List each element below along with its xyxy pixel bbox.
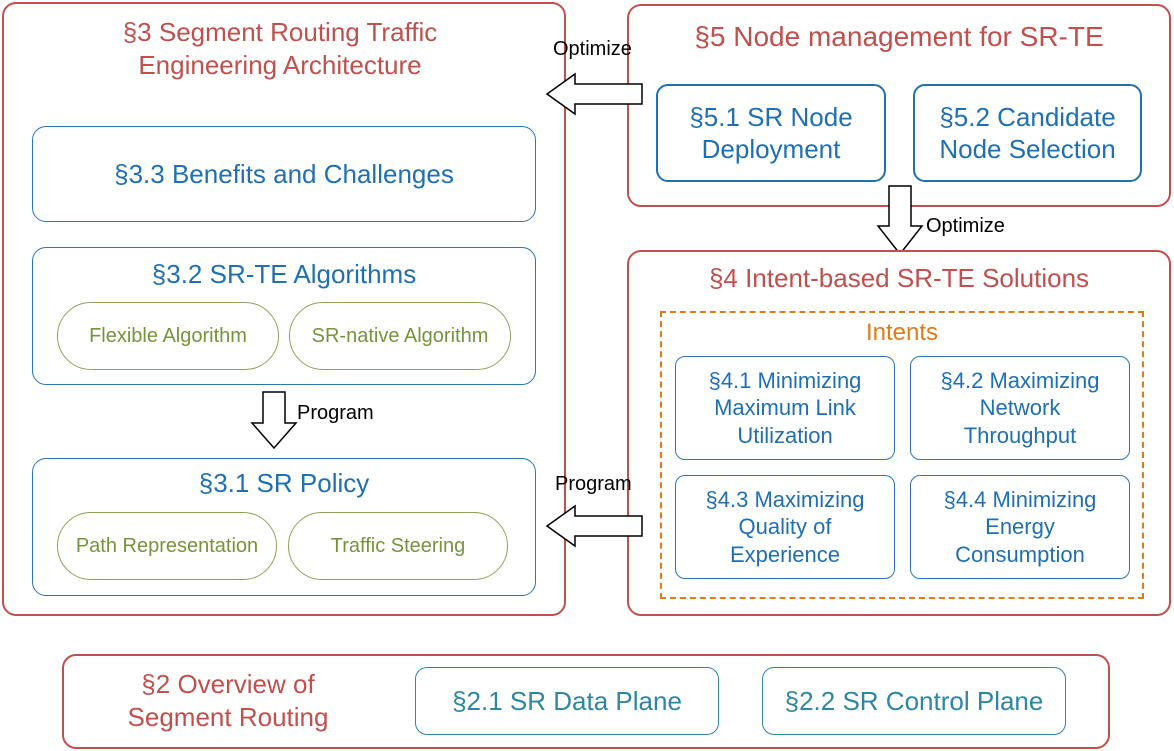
pill-flexible-algorithm-label: Flexible Algorithm: [89, 324, 247, 347]
pill-traffic-steering-label: Traffic Steering: [330, 534, 466, 557]
optimize-left-arrow: [545, 72, 643, 116]
optimize-down-arrow: [876, 185, 924, 256]
section-4-2-label: §4.2 Maximizing Network Throughput: [940, 367, 1100, 448]
section-5-title: §5 Node management for SR-TE: [694, 21, 1104, 52]
program-left-label: Program: [297, 402, 374, 424]
section-3-title: §3 Segment Routing Traffic Engineering A…: [122, 17, 438, 80]
section-5-1-label: §5.1 SR Node Deployment: [689, 101, 853, 165]
program-right-label: Program: [555, 473, 632, 495]
intents-group-box: [660, 311, 1144, 599]
section-2-title: §2 Overview of Segment Routing: [127, 669, 329, 732]
section-4-3-box: §4.3 Maximizing Quality of Experience: [675, 475, 895, 579]
section-3-3-box: §3.3 Benefits and Challenges: [32, 126, 536, 222]
section-4-title: §4 Intent-based SR-TE Solutions: [708, 263, 1090, 293]
pill-flexible-algorithm: Flexible Algorithm: [57, 302, 279, 370]
pill-sr-native-algorithm: SR-native Algorithm: [289, 302, 511, 370]
section-4-1-label: §4.1 Minimizing Maximum Link Utilization: [708, 367, 862, 448]
section-3-2-box: [32, 247, 536, 385]
section-4-4-box: §4.4 Minimizing Energy Consumption: [910, 475, 1130, 579]
section-5-2-box: §5.2 Candidate Node Selection: [913, 84, 1142, 182]
pill-sr-native-algorithm-label: SR-native Algorithm: [311, 324, 489, 347]
program-left-arrow: [545, 504, 643, 548]
program-down-arrow: [250, 391, 298, 450]
section-4-1-box: §4.1 Minimizing Maximum Link Utilization: [675, 356, 895, 460]
pill-path-representation: Path Representation: [57, 512, 277, 580]
intents-label: Intents: [865, 319, 939, 346]
section-4-4-label: §4.4 Minimizing Energy Consumption: [943, 486, 1097, 567]
pill-path-representation-label: Path Representation: [75, 534, 259, 557]
section-4-3-label: §4.3 Maximizing Quality of Experience: [705, 486, 865, 567]
section-5-2-label: §5.2 Candidate Node Selection: [939, 101, 1116, 165]
section-4-2-box: §4.2 Maximizing Network Throughput: [910, 356, 1130, 460]
pill-traffic-steering: Traffic Steering: [288, 512, 508, 580]
optimize-right-label: Optimize: [926, 215, 1005, 237]
section-2-2-label: §2.2 SR Control Plane: [784, 685, 1044, 716]
section-2-1-label: §2.1 SR Data Plane: [452, 685, 682, 716]
section-3-2-title: §3.2 SR-TE Algorithms: [151, 259, 417, 289]
section-2-2-box: §2.2 SR Control Plane: [762, 667, 1066, 735]
optimize-top-label: Optimize: [553, 38, 632, 60]
section-3-1-title: §3.1 SR Policy: [198, 468, 370, 498]
section-5-1-box: §5.1 SR Node Deployment: [656, 84, 886, 182]
section-3-1-box: [32, 458, 536, 596]
section-2-1-box: §2.1 SR Data Plane: [415, 667, 719, 735]
section-3-3-label: §3.3 Benefits and Challenges: [114, 158, 454, 189]
